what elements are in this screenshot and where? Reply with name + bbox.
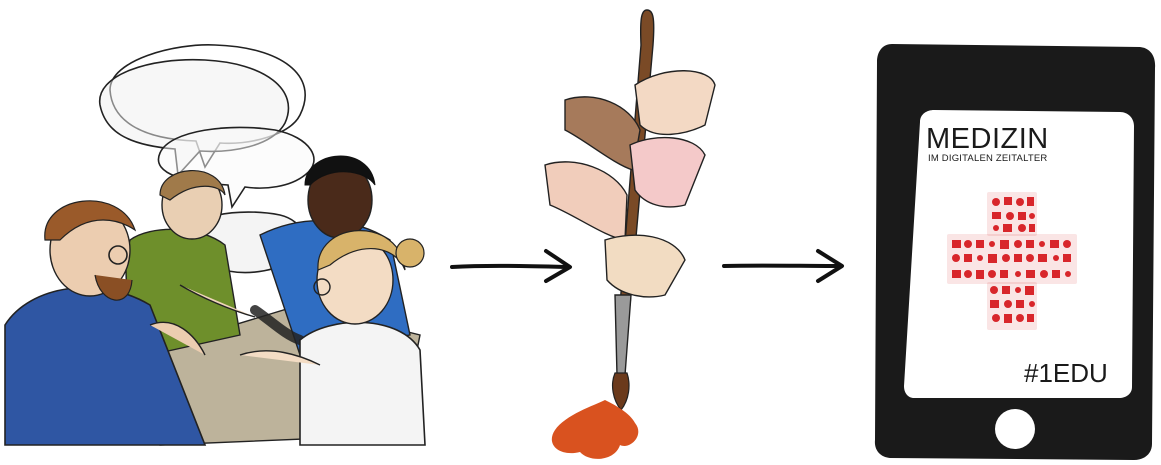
arrow-right-icon: [720, 245, 848, 287]
hand-peach: [545, 162, 627, 240]
phone-hashtag: #1EDU: [1024, 358, 1108, 389]
hand-brown: [565, 97, 640, 170]
hand-pink: [630, 138, 705, 207]
hand-light-1: [635, 71, 715, 135]
people-drawing: [0, 35, 440, 460]
brush-drawing: [535, 5, 725, 465]
brush-ferrule: [615, 295, 631, 375]
tablet-drawing: [872, 42, 1157, 462]
phone-subtitle: IM DIGITALEN ZEITALTER: [928, 153, 1047, 164]
hands-holding-brush-illustration: [535, 5, 725, 465]
collaborating-people-illustration: [0, 35, 440, 460]
brush-bristles: [613, 373, 629, 410]
home-button-icon: [995, 409, 1035, 449]
phone-title: MEDIZIN: [926, 123, 1049, 156]
tablet-device-illustration: [872, 42, 1157, 462]
flow-arrow-2: [720, 245, 848, 287]
hand-light-2: [605, 235, 685, 297]
paint-splash: [552, 400, 638, 459]
